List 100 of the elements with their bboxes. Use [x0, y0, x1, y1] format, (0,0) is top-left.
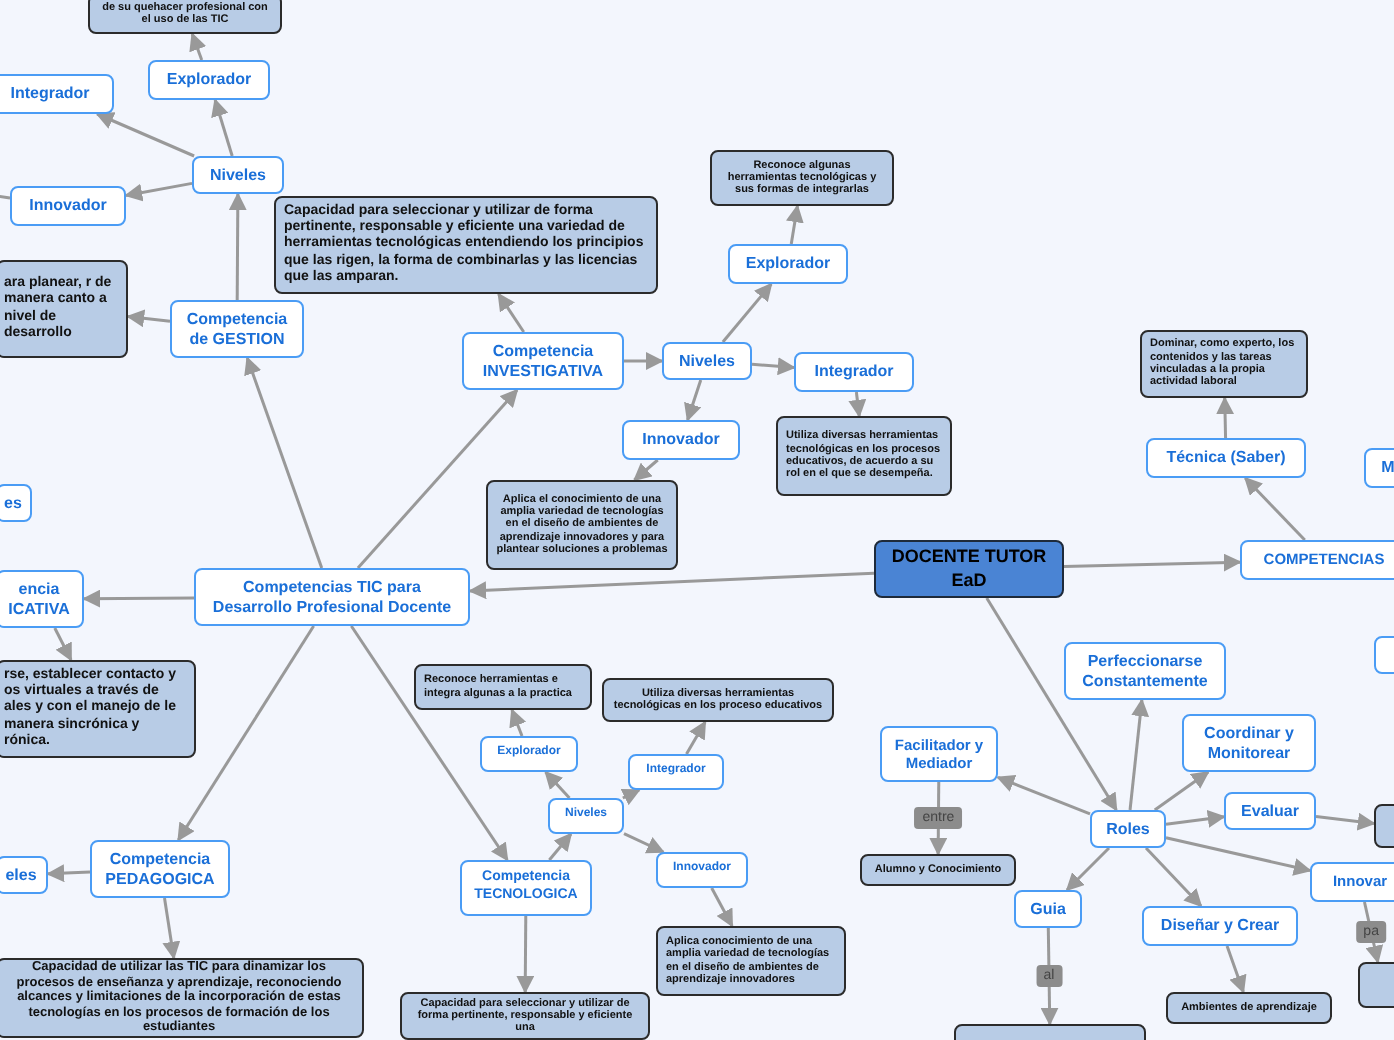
- connector-arrow: [1063, 553, 1242, 572]
- connector-arrow: [624, 352, 664, 370]
- topic-box: [1182, 714, 1316, 772]
- topic-box: [622, 420, 740, 460]
- topic-box: [0, 856, 48, 894]
- connector-arrow: [211, 98, 234, 157]
- connector-arrow: [1153, 770, 1210, 812]
- connector-arrow: [684, 379, 703, 422]
- node-text: Diseñar y Crear: [1160, 916, 1280, 936]
- topic-box: [1142, 906, 1298, 946]
- topic-box: [1014, 890, 1082, 928]
- connector-arrow: [126, 309, 171, 328]
- node-text: es: [4, 493, 22, 513]
- topic-box: [728, 244, 848, 284]
- topic-box: [192, 156, 284, 194]
- connector-arrow: [46, 864, 91, 883]
- node-text: Niveles: [209, 165, 267, 185]
- connector-arrow: [497, 292, 525, 333]
- connector-arrow: [350, 625, 509, 862]
- topic-box: [170, 300, 304, 358]
- connector-arrow: [1165, 836, 1312, 876]
- node-text: Coordinar y Monitorear: [1202, 723, 1296, 763]
- node-text: Guia: [1030, 899, 1066, 919]
- connector-arrow: [985, 597, 1118, 812]
- node-text: M: [1381, 458, 1394, 478]
- connector-arrow: [710, 887, 734, 928]
- note-box: [602, 678, 834, 722]
- topic-box: [10, 186, 126, 226]
- topic-box: [462, 332, 624, 390]
- topic-box: [1224, 792, 1316, 830]
- topic-box: [0, 74, 114, 114]
- topic-box: [148, 60, 270, 100]
- connector-arrow: [1216, 396, 1235, 439]
- topic-box: [460, 860, 592, 916]
- node-text: Roles: [1106, 819, 1150, 839]
- note-box: [1140, 330, 1308, 398]
- connector-arrow: [1128, 698, 1150, 811]
- connector-arrow: [468, 571, 875, 600]
- topic-box: [548, 798, 624, 834]
- connector-arrow: [620, 788, 641, 806]
- connector-arrow: [1165, 809, 1226, 828]
- node-text: Innovador: [642, 430, 720, 450]
- connector-arrow: [685, 720, 707, 755]
- note-box: [710, 150, 894, 206]
- note-box: [414, 664, 592, 710]
- connector-arrow: [1315, 812, 1376, 831]
- note-box: [0, 260, 128, 358]
- note-box: [860, 854, 1016, 886]
- node-text: encia ICATIVA: [6, 579, 72, 619]
- topic-box: [880, 726, 998, 782]
- node-text: Competencias TIC para Desarrollo Profesional Docente: [210, 577, 454, 617]
- node-text: Explorador: [166, 70, 252, 90]
- connector-arrow: [356, 388, 519, 569]
- topic-box: [1240, 540, 1394, 580]
- topic-box: [0, 570, 84, 628]
- connector-arrow: [177, 625, 315, 842]
- connector-arrow: [516, 916, 535, 994]
- node-text: Técnica (Saber): [1166, 448, 1286, 468]
- connector-arrow: [244, 356, 324, 569]
- connector-arrow: [751, 357, 796, 376]
- connector-arrow: [721, 282, 773, 343]
- node-text: Competencia de GESTION: [184, 309, 290, 349]
- root-box: [874, 540, 1064, 598]
- connector-arrow: [996, 775, 1091, 816]
- note-box: [776, 416, 952, 496]
- connector-arrow: [544, 770, 571, 799]
- node-text: Explorador: [745, 254, 831, 274]
- connector-arrow: [189, 32, 207, 61]
- connector-arrow: [1065, 846, 1111, 892]
- topic-box: [628, 754, 724, 790]
- topic-box: [0, 484, 32, 522]
- connector-arrow: [228, 192, 247, 300]
- topic-box: [1064, 642, 1226, 700]
- note-box: [0, 660, 196, 758]
- node-text: DOCENTE TUTOR EaD: [889, 546, 1049, 592]
- connector-arrow: [1243, 476, 1306, 542]
- connector-arrow: [633, 458, 659, 482]
- connector-arrow: [1040, 927, 1059, 1026]
- topic-box: [480, 736, 578, 772]
- connector-arrow: [162, 897, 181, 960]
- connector-arrow: [1225, 945, 1247, 994]
- connector-arrow: [1363, 901, 1384, 964]
- topic-box: [1310, 862, 1394, 902]
- topic-box: [1090, 810, 1166, 848]
- connector-arrow: [1144, 846, 1203, 908]
- topic-box: [794, 352, 914, 392]
- connector-arrow: [785, 204, 804, 245]
- connector-arrow: [82, 589, 194, 608]
- note-box: [88, 0, 282, 34]
- note-box: [274, 196, 658, 294]
- connector-arrow: [124, 181, 193, 202]
- node-text: eles: [5, 865, 37, 885]
- note-box: [1166, 992, 1332, 1024]
- connector-arrow: [53, 627, 73, 662]
- node-text: Integrador: [10, 84, 90, 104]
- node-text: Perfeccionarse Constantemente: [1080, 651, 1210, 691]
- connector-arrow: [848, 391, 867, 418]
- connector-arrow: [509, 708, 527, 737]
- topic-box: [1146, 438, 1306, 478]
- node-text: Integrador: [814, 362, 894, 382]
